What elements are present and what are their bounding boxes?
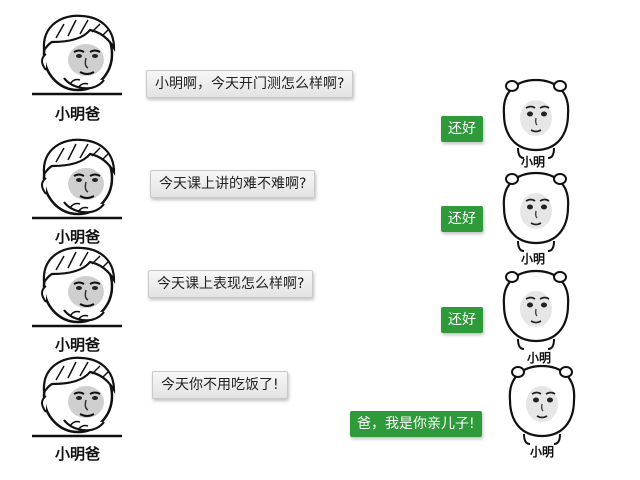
dad-face-meme-icon: [30, 240, 126, 332]
dad-message-3: 今天课上表现怎么样啊?: [148, 270, 314, 298]
son-name: 小明: [521, 252, 546, 266]
dad-name: 小明爸: [55, 336, 101, 354]
son-reply-2: 还好: [441, 206, 483, 232]
bear-face-meme-icon: [494, 167, 578, 253]
son-reply-3: 还好: [441, 307, 483, 333]
dad-name: 小明爸: [55, 105, 101, 123]
bear-face-meme-icon: [500, 360, 584, 446]
dad-face-meme-icon: [30, 350, 126, 442]
bear-face-meme-icon: [494, 265, 578, 351]
dad-message-4: 今天你不用吃饭了!: [152, 371, 288, 399]
dad-message-2: 今天课上讲的难不难啊?: [150, 170, 316, 198]
son-name: 小明: [527, 351, 552, 365]
dad-face-meme-icon: [30, 8, 126, 100]
dad-name: 小明爸: [55, 445, 101, 463]
son-reply-4: 爸，我是你亲儿子!: [350, 411, 482, 437]
dad-name: 小明爸: [55, 228, 101, 246]
dad-message-1: 小明啊，今天开门测怎么样啊?: [146, 70, 354, 98]
bear-face-meme-icon: [494, 74, 578, 160]
son-name: 小明: [530, 445, 555, 459]
son-name: 小明: [521, 155, 546, 169]
son-reply-1: 还好: [441, 116, 483, 142]
dad-face-meme-icon: [30, 132, 126, 224]
